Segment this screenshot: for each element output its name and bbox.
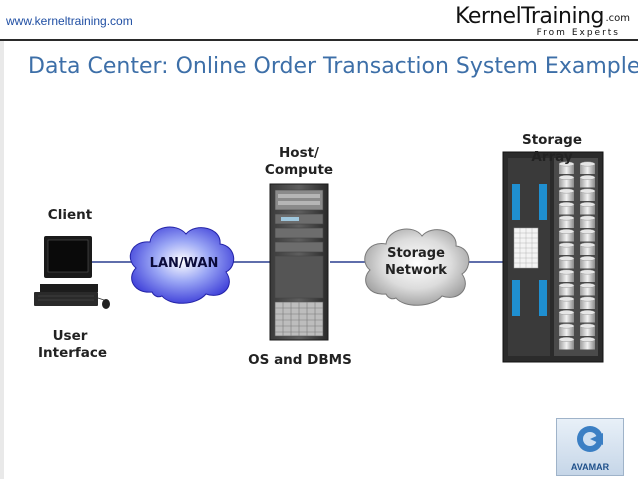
header-bar: www.kerneltraining.com KernelTraining .c… [0, 0, 638, 40]
disk-drive [580, 326, 595, 336]
disk-drive [580, 258, 595, 269]
disk-drive [580, 312, 595, 323]
disk-drive-top [558, 310, 575, 315]
disk-drive-top [579, 269, 596, 275]
disk-drive-top [579, 229, 596, 234]
logo-main-text: KernelTraining [455, 4, 604, 29]
disk-drive [559, 312, 574, 323]
disk-drive [580, 339, 595, 350]
slide-title: Data Center: Online Order Transaction Sy… [28, 54, 638, 79]
os-dbms-label: OS and DBMS [248, 352, 352, 368]
disk-drive [580, 191, 595, 201]
disk-drive [559, 326, 574, 336]
user-interface-line2: Interface [38, 345, 108, 361]
logo-tagline: From Experts [536, 28, 620, 38]
left-border [0, 41, 4, 479]
site-url[interactable]: www.kerneltraining.com [6, 14, 133, 28]
disk-drive [559, 258, 574, 269]
disk-drive-top [579, 188, 596, 194]
disk-drive [580, 177, 595, 188]
disk-drive [559, 177, 574, 188]
storage-network-line1: Storage [387, 246, 445, 261]
avamar-logo: AVAMAR [556, 418, 624, 476]
disk-drive [559, 164, 574, 174]
disk-drive [580, 285, 595, 296]
user-interface-line1: User [52, 328, 88, 344]
avamar-emblem-icon [577, 426, 603, 452]
disk-drive [559, 299, 574, 309]
disk-drive-top [558, 337, 575, 342]
disk-drive-top [558, 161, 575, 167]
user-interface-label: User Interface [38, 328, 108, 362]
lan-wan-label: LAN/WAN [149, 256, 219, 271]
host-server-rack-icon [269, 183, 329, 341]
disk-drive-top [558, 323, 575, 329]
disk-drive-top [579, 256, 596, 261]
client-computer-icon [34, 236, 110, 309]
disk-drive-top [579, 283, 596, 288]
disk-stack [558, 161, 596, 350]
disk-drive-top [558, 269, 575, 275]
client-label: Client [47, 207, 93, 223]
disk-drive [580, 218, 595, 228]
disk-drive-top [579, 161, 596, 167]
host-line1: Host/ [279, 145, 319, 161]
header-divider [0, 39, 638, 41]
disk-drive-top [558, 202, 575, 207]
disk-drive [580, 231, 595, 242]
disk-drive [580, 204, 595, 215]
disk-drive-top [579, 175, 596, 180]
disk-drive [580, 245, 595, 255]
disk-drive-top [579, 202, 596, 207]
disk-drive-top [558, 215, 575, 221]
storage-network-label: Storage Network [370, 245, 462, 279]
disk-drive [580, 299, 595, 309]
disk-drive-top [579, 310, 596, 315]
lan-wan-cloud [129, 226, 235, 304]
kerneltraining-logo: KernelTraining .com From Experts [455, 4, 632, 38]
avamar-text: AVAMAR [570, 462, 610, 472]
storage-network-cloud [364, 228, 470, 306]
disk-drive [559, 204, 574, 215]
disk-drive [559, 245, 574, 255]
disk-drive [559, 272, 574, 282]
disk-drive-top [579, 337, 596, 342]
logo-suffix: .com [605, 13, 630, 24]
disk-drive-top [558, 188, 575, 194]
host-label: Host/ Compute [262, 145, 336, 179]
disk-drive-top [558, 229, 575, 234]
disk-drive [559, 339, 574, 350]
disk-drive-top [558, 283, 575, 288]
host-line2: Compute [264, 162, 334, 178]
disk-drive [580, 164, 595, 174]
storage-array-label: Storage Array [521, 132, 583, 165]
disk-drive-top [558, 296, 575, 302]
disk-drive [559, 285, 574, 296]
disk-drive [559, 218, 574, 228]
disk-drive-top [558, 242, 575, 248]
disk-drive-top [558, 256, 575, 261]
disk-drive-top [558, 175, 575, 180]
storage-network-line2: Network [385, 263, 447, 278]
disk-drive-top [579, 323, 596, 329]
disk-drive-top [579, 242, 596, 248]
disk-drive-top [579, 296, 596, 302]
disk-drive [559, 191, 574, 201]
disk-drive [559, 231, 574, 242]
disk-drive-top [579, 215, 596, 221]
disk-drive [580, 272, 595, 282]
